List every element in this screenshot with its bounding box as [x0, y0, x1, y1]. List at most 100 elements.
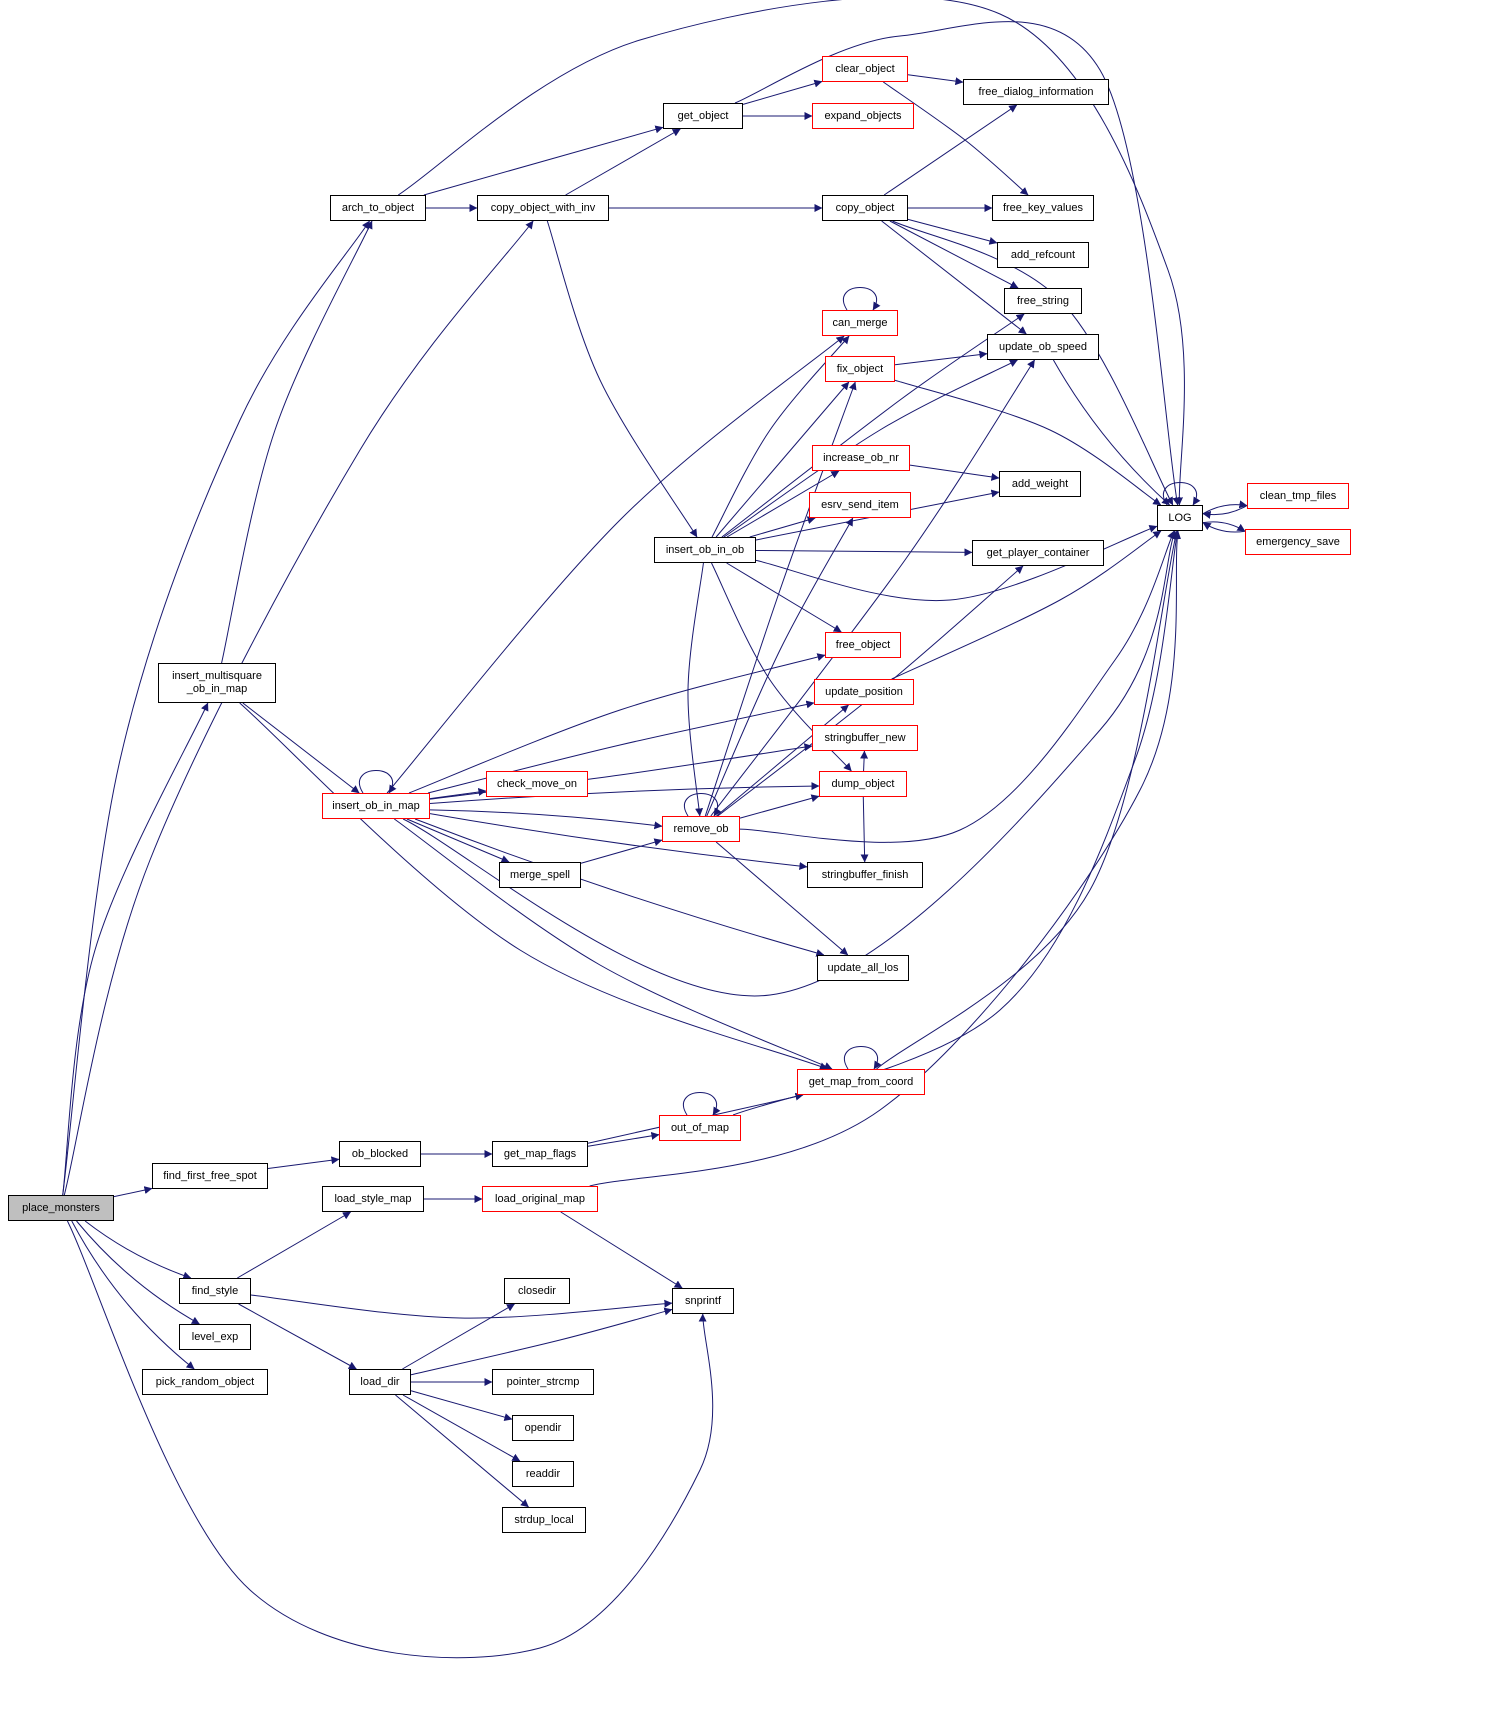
edge-insert_ob_in_ob--update_ob_speed [723, 359, 1018, 538]
edge-get_map_from_coord--get_map_from_coord [844, 1046, 882, 1070]
node-dump_object[interactable]: dump_object [819, 771, 907, 797]
node-merge_spell[interactable]: merge_spell [499, 862, 581, 888]
node-label: closedir [518, 1284, 556, 1297]
node-insert_multisquare_ob_in_map[interactable]: insert_multisquare _ob_in_map [158, 663, 276, 703]
edge-get_map_flags--out_of_map [587, 1131, 660, 1147]
node-update_position[interactable]: update_position [814, 679, 914, 705]
node-expand_objects[interactable]: expand_objects [812, 103, 914, 129]
node-clear_object[interactable]: clear_object [822, 56, 908, 82]
edge-find_style--load_dir [238, 1303, 357, 1370]
edge-arch_to_object--get_object [423, 125, 664, 196]
node-update_ob_speed[interactable]: update_ob_speed [987, 334, 1099, 360]
node-label: stringbuffer_finish [821, 868, 909, 881]
node-opendir[interactable]: opendir [512, 1415, 574, 1441]
node-load_style_map[interactable]: load_style_map [322, 1186, 424, 1212]
edge-emergency_save--LOG [1202, 522, 1246, 533]
edge-can_merge--can_merge [843, 287, 881, 311]
node-copy_object_with_inv[interactable]: copy_object_with_inv [477, 195, 609, 221]
node-free_string[interactable]: free_string [1004, 288, 1082, 314]
edge-insert_ob_in_map--stringbuffer_new [429, 743, 813, 800]
node-get_object[interactable]: get_object [663, 103, 743, 129]
node-label: emergency_save [1256, 535, 1340, 548]
edge-copy_object--add_refcount [907, 218, 998, 245]
node-emergency_save[interactable]: emergency_save [1245, 529, 1351, 555]
edge-insert_ob_in_map--update_position [427, 700, 815, 794]
node-label: free_object [835, 638, 891, 651]
node-label: copy_object [835, 201, 895, 214]
node-load_dir[interactable]: load_dir [349, 1369, 411, 1395]
node-label: level_exp [191, 1330, 239, 1343]
node-esrv_send_item[interactable]: esrv_send_item [809, 492, 911, 518]
node-find_first_free_spot[interactable]: find_first_free_spot [152, 1163, 268, 1189]
edge-insert_ob_in_map--remove_ob [429, 809, 663, 830]
node-add_weight[interactable]: add_weight [999, 471, 1081, 497]
node-label: snprintf [684, 1294, 722, 1307]
node-free_key_values[interactable]: free_key_values [992, 195, 1094, 221]
node-label: clean_tmp_files [1259, 489, 1337, 502]
node-can_merge[interactable]: can_merge [822, 310, 898, 336]
node-copy_object[interactable]: copy_object [822, 195, 908, 221]
node-remove_ob[interactable]: remove_ob [662, 816, 740, 842]
node-place_monsters[interactable]: place_monsters [8, 1195, 114, 1221]
edge-LOG--emergency_save [1202, 521, 1246, 532]
node-free_object[interactable]: free_object [825, 632, 901, 658]
node-strdup_local[interactable]: strdup_local [502, 1507, 586, 1533]
node-label: free_key_values [1002, 201, 1084, 214]
node-label: pick_random_object [155, 1375, 255, 1388]
node-arch_to_object[interactable]: arch_to_object [330, 195, 426, 221]
edge-insert_ob_in_map--update_all_los [414, 818, 825, 957]
node-LOG[interactable]: LOG [1157, 505, 1203, 531]
edge-update_ob_speed--LOG [1052, 359, 1170, 506]
edge-update_position--LOG [891, 530, 1162, 680]
node-closedir[interactable]: closedir [504, 1278, 570, 1304]
node-load_original_map[interactable]: load_original_map [482, 1186, 598, 1212]
node-pointer_strcmp[interactable]: pointer_strcmp [492, 1369, 594, 1395]
node-label: readdir [525, 1467, 561, 1480]
edge-remove_ob--LOG [739, 530, 1175, 843]
node-label: get_player_container [986, 546, 1090, 559]
edge-insert_ob_in_ob--fix_object [715, 381, 850, 538]
edge-insert_ob_in_map--get_map_from_coord [394, 818, 833, 1070]
node-insert_ob_in_map[interactable]: insert_ob_in_map [322, 793, 430, 819]
node-label: merge_spell [510, 868, 570, 881]
edge-insert_ob_in_ob--get_player_container [755, 548, 973, 557]
node-readdir[interactable]: readdir [512, 1461, 574, 1487]
node-level_exp[interactable]: level_exp [179, 1324, 251, 1350]
edge-dump_object--stringbuffer_new [860, 750, 869, 772]
node-get_map_flags[interactable]: get_map_flags [492, 1141, 588, 1167]
node-label: add_refcount [1010, 248, 1076, 261]
node-increase_ob_nr[interactable]: increase_ob_nr [812, 445, 910, 471]
edge-clear_object--free_dialog_information [907, 74, 964, 86]
node-label: arch_to_object [341, 201, 415, 214]
node-ob_blocked[interactable]: ob_blocked [339, 1141, 421, 1167]
edge-place_monsters--copy_object_with_inv [63, 220, 534, 1196]
node-label: find_first_free_spot [163, 1169, 257, 1182]
edge-place_monsters--pick_random_object [71, 1220, 195, 1370]
edge-load_dir--strdup_local [395, 1394, 529, 1508]
node-fix_object[interactable]: fix_object [825, 356, 895, 382]
node-label: insert_multisquare _ob_in_map [172, 670, 262, 695]
edge-place_monsters--arch_to_object [62, 220, 370, 1196]
node-stringbuffer_finish[interactable]: stringbuffer_finish [807, 862, 923, 888]
node-label: free_dialog_information [978, 85, 1094, 98]
edge-insert_ob_in_map--can_merge [386, 335, 845, 794]
node-find_style[interactable]: find_style [179, 1278, 251, 1304]
edge-place_monsters--find_first_free_spot [113, 1186, 153, 1198]
node-label: update_ob_speed [998, 340, 1088, 353]
edge-insert_ob_in_ob--LOG [755, 524, 1158, 602]
node-label: strdup_local [514, 1513, 574, 1526]
node-get_map_from_coord[interactable]: get_map_from_coord [797, 1069, 925, 1095]
edge-LOG--LOG [1163, 482, 1201, 506]
node-stringbuffer_new[interactable]: stringbuffer_new [812, 725, 918, 751]
node-add_refcount[interactable]: add_refcount [997, 242, 1089, 268]
node-insert_ob_in_ob[interactable]: insert_ob_in_ob [654, 537, 756, 563]
edge-out_of_map--LOG [732, 530, 1181, 1116]
node-update_all_los[interactable]: update_all_los [817, 955, 909, 981]
node-pick_random_object[interactable]: pick_random_object [142, 1369, 268, 1395]
node-get_player_container[interactable]: get_player_container [972, 540, 1104, 566]
node-out_of_map[interactable]: out_of_map [659, 1115, 741, 1141]
node-check_move_on[interactable]: check_move_on [486, 771, 588, 797]
node-snprintf[interactable]: snprintf [672, 1288, 734, 1314]
node-free_dialog_information[interactable]: free_dialog_information [963, 79, 1109, 105]
node-clean_tmp_files[interactable]: clean_tmp_files [1247, 483, 1349, 509]
